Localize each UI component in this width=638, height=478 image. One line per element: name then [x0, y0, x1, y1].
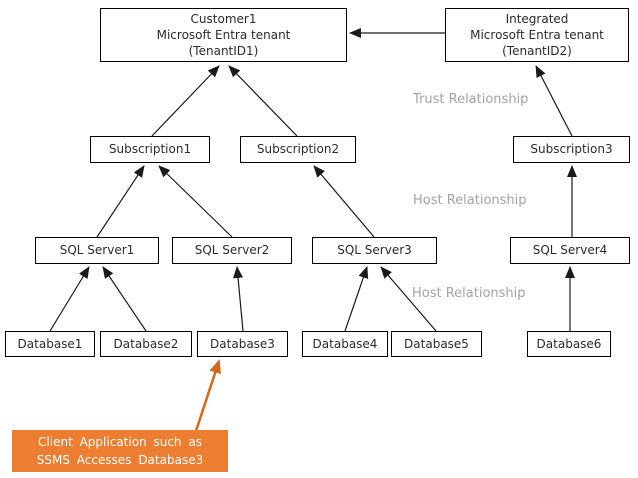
node-sql-server1: SQL Server1: [35, 237, 159, 264]
tenant2-id: (TenantID2): [502, 44, 572, 59]
node-database1: Database1: [5, 331, 95, 357]
edge-db1-sql1: [49, 266, 90, 332]
node-database6: Database6: [527, 331, 611, 357]
callout-line2: SSMS Accesses Database3: [36, 453, 204, 467]
edge-db4-sql3: [344, 266, 369, 332]
edge-sql3-sub2: [313, 165, 375, 238]
node-integrated-tenant: Integrated Microsoft Entra tenant (Tenan…: [445, 8, 629, 62]
callout-line1: Client Application such as: [38, 435, 202, 449]
node-subscription3: Subscription3: [513, 136, 630, 163]
node-subscription1: Subscription1: [90, 136, 210, 163]
callout-arrow-line: [194, 359, 221, 432]
edge-sql2-sub1: [158, 165, 233, 238]
node-sql-server3: SQL Server3: [312, 237, 437, 264]
node-sql-server2: SQL Server2: [172, 237, 292, 264]
tenant1-type: Microsoft Entra tenant: [156, 27, 291, 42]
edge-sub2-tenant1: [228, 65, 298, 137]
node-database3: Database3: [197, 331, 288, 357]
node-sql-server4: SQL Server4: [510, 237, 630, 264]
trust-relationship-label: Trust Relationship: [413, 92, 529, 107]
edge-db3-sql2: [233, 266, 244, 332]
host-relationship-label-lower: Host Relationship: [412, 286, 526, 301]
tenant1-name: Customer1: [190, 11, 257, 26]
edge-db2-sql1: [102, 266, 147, 332]
node-customer1-tenant: Customer1 Microsoft Entra tenant (Tenant…: [100, 8, 347, 62]
edge-sub3-tenant2: [535, 65, 573, 137]
node-subscription2: Subscription2: [240, 136, 356, 163]
edge-sql1-sub1: [96, 165, 145, 238]
host-relationship-label-upper: Host Relationship: [413, 193, 527, 208]
tenant2-name: Integrated: [505, 11, 569, 26]
node-database5: Database5: [391, 331, 482, 357]
node-database2: Database2: [100, 331, 192, 357]
edge-sub1-tenant1: [151, 65, 220, 137]
tenant2-type: Microsoft Entra tenant: [470, 27, 604, 42]
tenant1-id: (TenantID1): [188, 44, 259, 59]
node-database4: Database4: [302, 331, 388, 357]
client-callout: Client Application such as SSMS Accesses…: [12, 430, 228, 472]
